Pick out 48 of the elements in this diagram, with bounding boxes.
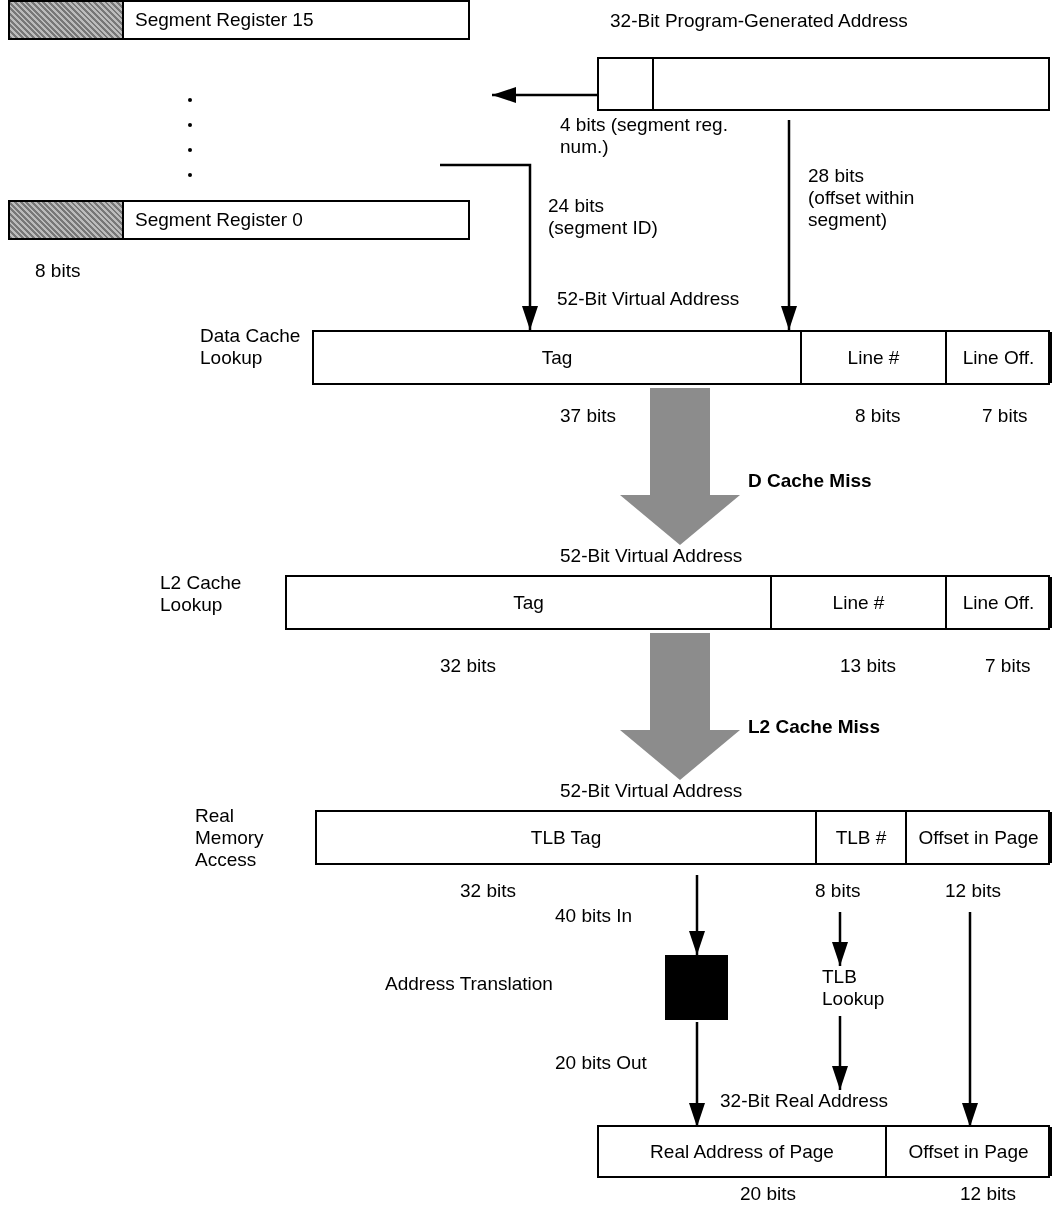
- address-title: 52-Bit Virtual Address: [560, 780, 743, 802]
- address-title: 32-Bit Program-Generated Address: [610, 10, 908, 32]
- caption-text: 12 bits: [960, 1183, 1016, 1205]
- caption-text: 12 bits: [945, 880, 1001, 902]
- field-label: Offset in Page: [918, 826, 1039, 849]
- address-title: 52-Bit Virtual Address: [560, 545, 743, 567]
- caption-text: 37 bits: [560, 405, 616, 427]
- field-label: TLB #: [835, 826, 887, 849]
- caption-text: 8 bits: [815, 880, 861, 902]
- block-arrow: [620, 388, 740, 545]
- caption-text: Data Cache Lookup: [200, 325, 302, 369]
- caption-text: 8 bits: [855, 405, 901, 427]
- register-label: Segment Register 15: [135, 9, 314, 31]
- caption-text: Real Memory Access: [195, 805, 265, 871]
- caption-text: 32 bits: [440, 655, 496, 677]
- address-title: 52-Bit Virtual Address: [557, 288, 740, 310]
- field-label: Real Address of Page: [650, 1140, 834, 1163]
- field-label: Line Off.: [962, 591, 1035, 614]
- arrow: [832, 1016, 848, 1090]
- field-label: Line #: [847, 346, 900, 369]
- bit-width-label: 8 bits: [35, 260, 81, 282]
- register-box: [8, 0, 470, 40]
- field-label: Offset in Page: [908, 1140, 1029, 1163]
- arrow: [440, 163, 538, 330]
- field-label: Tag: [513, 591, 544, 614]
- caption-text: 13 bits: [840, 655, 896, 677]
- arrow: [781, 120, 797, 330]
- caption-text: 7 bits: [985, 655, 1031, 677]
- register-box: [8, 200, 470, 240]
- caption-text: L2 Cache Lookup: [160, 572, 243, 616]
- process-label: TLB Lookup: [822, 966, 902, 1014]
- register-label: Segment Register 0: [135, 209, 303, 231]
- field-label: Line #: [832, 591, 885, 614]
- field-label: Tag: [541, 346, 573, 369]
- arrow: [832, 912, 848, 966]
- field-label: TLB Tag: [530, 826, 602, 849]
- block-arrow: [620, 633, 740, 780]
- caption-text: 32 bits: [460, 880, 516, 902]
- caption-text: 20 bits: [740, 1183, 796, 1205]
- address-title: 32-Bit Real Address: [720, 1090, 888, 1112]
- arrow: [689, 1022, 705, 1127]
- arrow: [492, 87, 597, 103]
- caption-text: 7 bits: [982, 405, 1028, 427]
- arrow: [689, 875, 705, 955]
- bit-width-label: Address Translation: [385, 973, 553, 995]
- translation-block: [665, 955, 728, 1020]
- arrow: [962, 912, 978, 1127]
- field-label: Line Off.: [962, 346, 1035, 369]
